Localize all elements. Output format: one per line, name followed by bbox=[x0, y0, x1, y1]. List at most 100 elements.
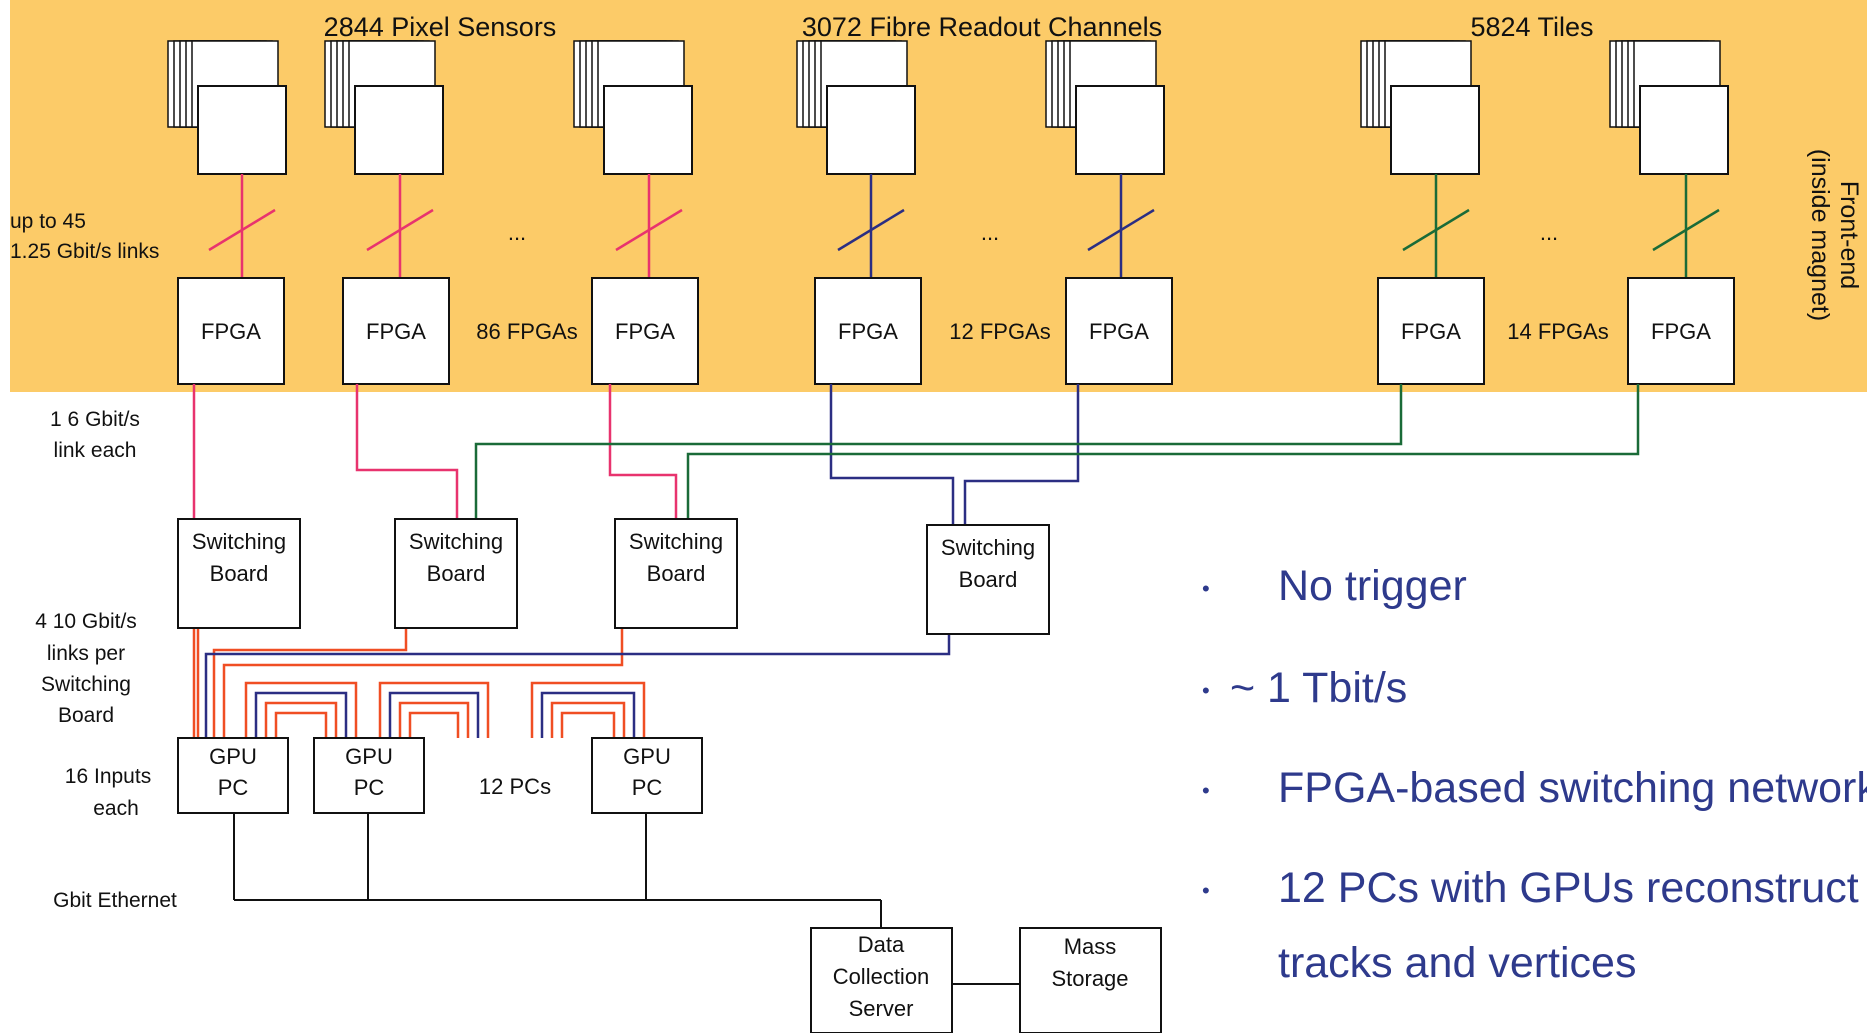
mass-storage bbox=[1019, 927, 1162, 1033]
pc-loop-wire bbox=[254, 691, 348, 738]
fpga-label: FPGA bbox=[201, 319, 261, 344]
pixel-sensors-header: 2844 Pixel Sensors bbox=[324, 12, 557, 42]
fibre-ellipsis: ... bbox=[981, 220, 999, 245]
fpga-box bbox=[1627, 277, 1735, 385]
tiles-link-wire bbox=[686, 384, 1640, 519]
data-collection-server bbox=[810, 927, 953, 1033]
fpga-label: FPGA bbox=[838, 319, 898, 344]
sensor-stack bbox=[1360, 40, 1480, 175]
sensor-card bbox=[197, 85, 287, 175]
sensor-stack bbox=[167, 40, 287, 175]
pixel-ellipsis: ... bbox=[508, 220, 526, 245]
pc-loop-wire bbox=[408, 711, 460, 738]
pc-count-label: 12 PCs bbox=[479, 774, 551, 799]
switch-pc-wire bbox=[204, 635, 951, 738]
gpu-pc-label-line1: GPU bbox=[345, 744, 393, 769]
fpga-label: FPGA bbox=[1089, 319, 1149, 344]
front-end-links bbox=[208, 174, 1720, 278]
sensor-card bbox=[354, 85, 444, 175]
switching-board bbox=[177, 518, 301, 629]
fpga-label: FPGA bbox=[615, 319, 675, 344]
pc-loop-wire bbox=[388, 691, 480, 738]
sensor-stack bbox=[573, 40, 693, 175]
fpga-box bbox=[1377, 277, 1485, 385]
fe-link-slash bbox=[1402, 208, 1470, 252]
fe-link-slash bbox=[1087, 208, 1155, 252]
tiles-fpga-count: 14 FPGAs bbox=[1507, 319, 1608, 344]
gpu-pc bbox=[313, 737, 425, 814]
switch-pc-wire bbox=[222, 628, 624, 738]
bullet-switching: FPGA-based switching network bbox=[1278, 764, 1867, 812]
server-label-line3: Server bbox=[849, 996, 914, 1021]
pc-loop-wire bbox=[560, 711, 616, 738]
tiles-header: 5824 Tiles bbox=[1470, 12, 1593, 42]
switch-link-note-line3: Switching bbox=[41, 673, 131, 696]
switch-pc-wire bbox=[212, 628, 408, 738]
switching-board bbox=[926, 524, 1050, 635]
pc-loop-wire bbox=[244, 681, 358, 738]
sensor-stack bbox=[324, 40, 444, 175]
bullet-bandwidth: ~ 1 Tbit/s bbox=[1230, 664, 1407, 712]
bullet-marker: • bbox=[1202, 678, 1210, 703]
switching-label-line1: Switching bbox=[409, 529, 503, 554]
fpga-link-note-line2: link each bbox=[54, 439, 137, 462]
mass-storage-line2: Storage bbox=[1051, 966, 1128, 991]
switching-label-line2: Board bbox=[959, 567, 1018, 592]
switch-link-note-line4: Board bbox=[58, 704, 114, 727]
switch-link-note-line1: 4 10 Gbit/s bbox=[35, 610, 137, 633]
sensor-card bbox=[603, 85, 693, 175]
switch-link-note-line2: links per bbox=[47, 642, 125, 665]
pixel-fpga-count: 86 FPGAs bbox=[476, 319, 577, 344]
bullet-marker: • bbox=[1202, 878, 1210, 903]
sensor-card bbox=[1075, 85, 1165, 175]
fpga-link-note-line1: 1 6 Gbit/s bbox=[50, 408, 140, 431]
ethernet-network bbox=[233, 813, 1020, 985]
sensor-card bbox=[1390, 85, 1480, 175]
summary-bullets: • No trigger • ~ 1 Tbit/s • FPGA-based s… bbox=[1202, 562, 1867, 987]
sensor-card bbox=[1639, 85, 1729, 175]
gpu-pc-label-line1: GPU bbox=[209, 744, 257, 769]
pc-loop-wire bbox=[550, 701, 626, 738]
sensor-stack bbox=[796, 40, 916, 175]
fe-link-slash bbox=[208, 208, 276, 252]
fibre-link-wire bbox=[829, 384, 955, 525]
bullet-no-trigger: No trigger bbox=[1278, 562, 1467, 610]
pc-loop-wire bbox=[274, 711, 328, 738]
fpga-box bbox=[591, 277, 699, 385]
pc-loop-wire bbox=[378, 681, 490, 738]
front-end-region bbox=[10, 0, 1867, 392]
fe-link-slash bbox=[1652, 208, 1720, 252]
gpu-pc-label-line2: PC bbox=[632, 775, 663, 800]
fe-link-slash bbox=[837, 208, 905, 252]
switching-label-line1: Switching bbox=[941, 535, 1035, 560]
fibre-fpga-count: 12 FPGAs bbox=[949, 319, 1050, 344]
link-note-line2: 1.25 Gbit/s links bbox=[10, 240, 159, 263]
gpu-pc-label-line2: PC bbox=[218, 775, 249, 800]
fibre-link-wire bbox=[963, 384, 1080, 525]
bullet-gpus-line1: 12 PCs with GPUs reconstruct bbox=[1278, 864, 1859, 912]
tiles-ellipsis: ... bbox=[1540, 220, 1558, 245]
switching-label-line2: Board bbox=[427, 561, 486, 586]
pc-loop-wire bbox=[264, 701, 338, 738]
inputs-note-line1: 16 Inputs bbox=[65, 765, 151, 788]
tiles-link-wire bbox=[474, 384, 1403, 519]
inputs-note-line2: each bbox=[93, 797, 139, 820]
fpga-box bbox=[342, 277, 450, 385]
pc-loop-wire bbox=[530, 681, 646, 738]
switching-label-line1: Switching bbox=[192, 529, 286, 554]
front-end-label: Front-end bbox=[1835, 181, 1863, 289]
switching-label-line1: Switching bbox=[629, 529, 723, 554]
switching-label-line2: Board bbox=[210, 561, 269, 586]
connection-wires bbox=[192, 384, 1640, 738]
bullet-marker: • bbox=[1202, 576, 1210, 601]
sensor-stack bbox=[1045, 40, 1165, 175]
switching-label-line2: Board bbox=[647, 561, 706, 586]
server-label-line2: Collection bbox=[833, 964, 930, 989]
sensor-card bbox=[826, 85, 916, 175]
fe-link-slash bbox=[615, 208, 683, 252]
link-note-line1: up to 45 bbox=[10, 210, 86, 233]
